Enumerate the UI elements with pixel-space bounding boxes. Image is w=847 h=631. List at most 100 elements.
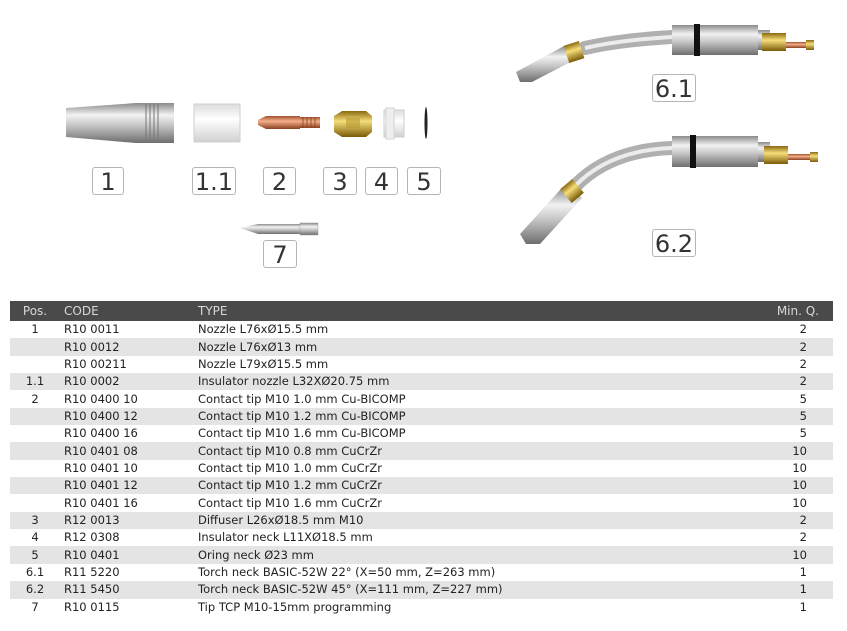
table-row: 7 R10 0115 Tip TCP M10-15mm programming 1 [10,599,833,616]
type-cell: Torch neck BASIC-52W 22° (X=50 mm, Z=263… [198,564,496,579]
code-cell: R10 0011 [64,322,120,337]
min-q-cell: 1 [799,564,807,579]
code-cell: R10 0401 10 [64,460,138,475]
pos-cell [10,477,60,495]
table-row: 4 R12 0308 Insulator neck L11XØ18.5 mm 2 [10,529,833,546]
type-cell: Nozzle L76xØ15.5 mm [198,322,329,337]
code-cell: R12 0308 [64,530,120,545]
pos-cell: 6.2 [10,581,60,599]
pos-cell [10,425,60,442]
pos-cell: 7 [31,599,39,614]
type-cell: Insulator neck L11XØ18.5 mm [198,530,373,545]
pos-cell [10,407,60,426]
type-cell: Torch neck BASIC-52W 45° (X=111 mm, Z=22… [194,581,743,599]
type-cell: Contact tip M10 1.6 mm CuCrZr [198,495,382,510]
type-cell: Contact tip M10 1.0 mm Cu-BICOMP [198,391,406,406]
type-cell: Tip TCP M10-15mm programming [198,599,392,614]
type-cell: Diffuser L26xØ18.5 mm M10 [194,511,743,530]
pos-label-1-1: 1.1 [192,167,236,196]
min-q-cell: 5 [799,391,807,406]
type-cell: Contact tip M10 1.2 mm CuCrZr [194,477,743,495]
pos-cell: 2 [31,391,39,406]
code-cell: R10 0002 [60,373,194,391]
code-cell: R12 0013 [60,511,194,530]
code-cell: R10 00211 [64,356,127,371]
pos-cell: 3 [10,511,60,530]
type-cell: Contact tip M10 1.6 mm Cu-BICOMP [198,426,406,441]
code-cell: R11 5450 [60,581,194,599]
insulator-nozzle-part [193,103,241,143]
pos-cell: 4 [31,530,39,545]
header-code: CODE [60,301,194,321]
code-cell: R10 0400 12 [60,407,194,426]
oring-part [424,107,428,139]
tip-tcp-part [240,222,319,236]
pos-label-7: 7 [263,240,297,269]
pos-label-1: 1 [92,167,124,196]
min-q-cell: 10 [743,546,833,564]
min-q-cell: 5 [743,407,833,426]
nozzle-part [66,103,174,143]
type-cell: Contact tip M10 0.8 mm CuCrZr [194,442,743,460]
pos-label-5: 5 [407,167,441,196]
type-cell: Contact tip M10 1.2 mm Cu-BICOMP [194,407,743,426]
min-q-cell: 2 [799,530,807,545]
type-cell: Oring neck Ø23 mm [194,546,743,564]
pos-label-2: 2 [263,167,296,196]
min-q-cell: 10 [743,442,833,460]
code-cell: R10 0401 12 [60,477,194,495]
pos-cell [10,356,60,373]
pos-cell [10,338,60,356]
pos-cell [10,442,60,460]
pos-cell [10,460,60,477]
min-q-cell: 1 [799,599,807,614]
code-cell: R10 0401 [60,546,194,564]
type-cell: Nozzle L76xØ13 mm [194,338,743,356]
code-cell: R10 0012 [60,338,194,356]
pos-cell: 5 [10,546,60,564]
pos-label-6-2: 6.2 [652,229,696,258]
diffuser-part [334,111,372,137]
type-cell: Insulator nozzle L32XØ20.75 mm [194,373,743,391]
parts-drawing [66,24,818,244]
type-cell: Nozzle L79xØ15.5 mm [198,356,329,371]
code-cell: R10 0115 [64,599,120,614]
table-row: R10 0400 16 Contact tip M10 1.6 mm Cu-BIC… [10,425,833,442]
min-q-cell: 1 [743,581,833,599]
code-cell: R10 0400 16 [64,426,138,441]
pos-cell: 1 [31,322,39,337]
pos-cell: 1.1 [10,373,60,391]
torch-neck-45-part [520,135,818,244]
min-q-cell: 10 [792,460,807,475]
pos-label-4: 4 [365,167,398,196]
table-header: Pos. CODE TYPE Min. Q. [10,301,833,321]
header-min-q: Min. Q. [743,301,833,321]
insulator-neck-part [383,107,405,140]
code-cell: R11 5220 [64,564,120,579]
table-row: 1 R10 0011 Nozzle L76xØ15.5 mm 2 [10,321,833,338]
min-q-cell: 2 [799,322,807,337]
min-q-cell: 2 [743,511,833,530]
pos-label-3: 3 [323,167,357,196]
header-type: TYPE [194,301,743,321]
min-q-cell: 10 [792,495,807,510]
min-q-cell: 2 [743,373,833,391]
min-q-cell: 10 [743,477,833,495]
pos-label-6-1: 6.1 [652,74,696,103]
pos-cell [10,494,60,511]
header-pos: Pos. [10,301,60,321]
torch-neck-22-part [516,24,814,82]
